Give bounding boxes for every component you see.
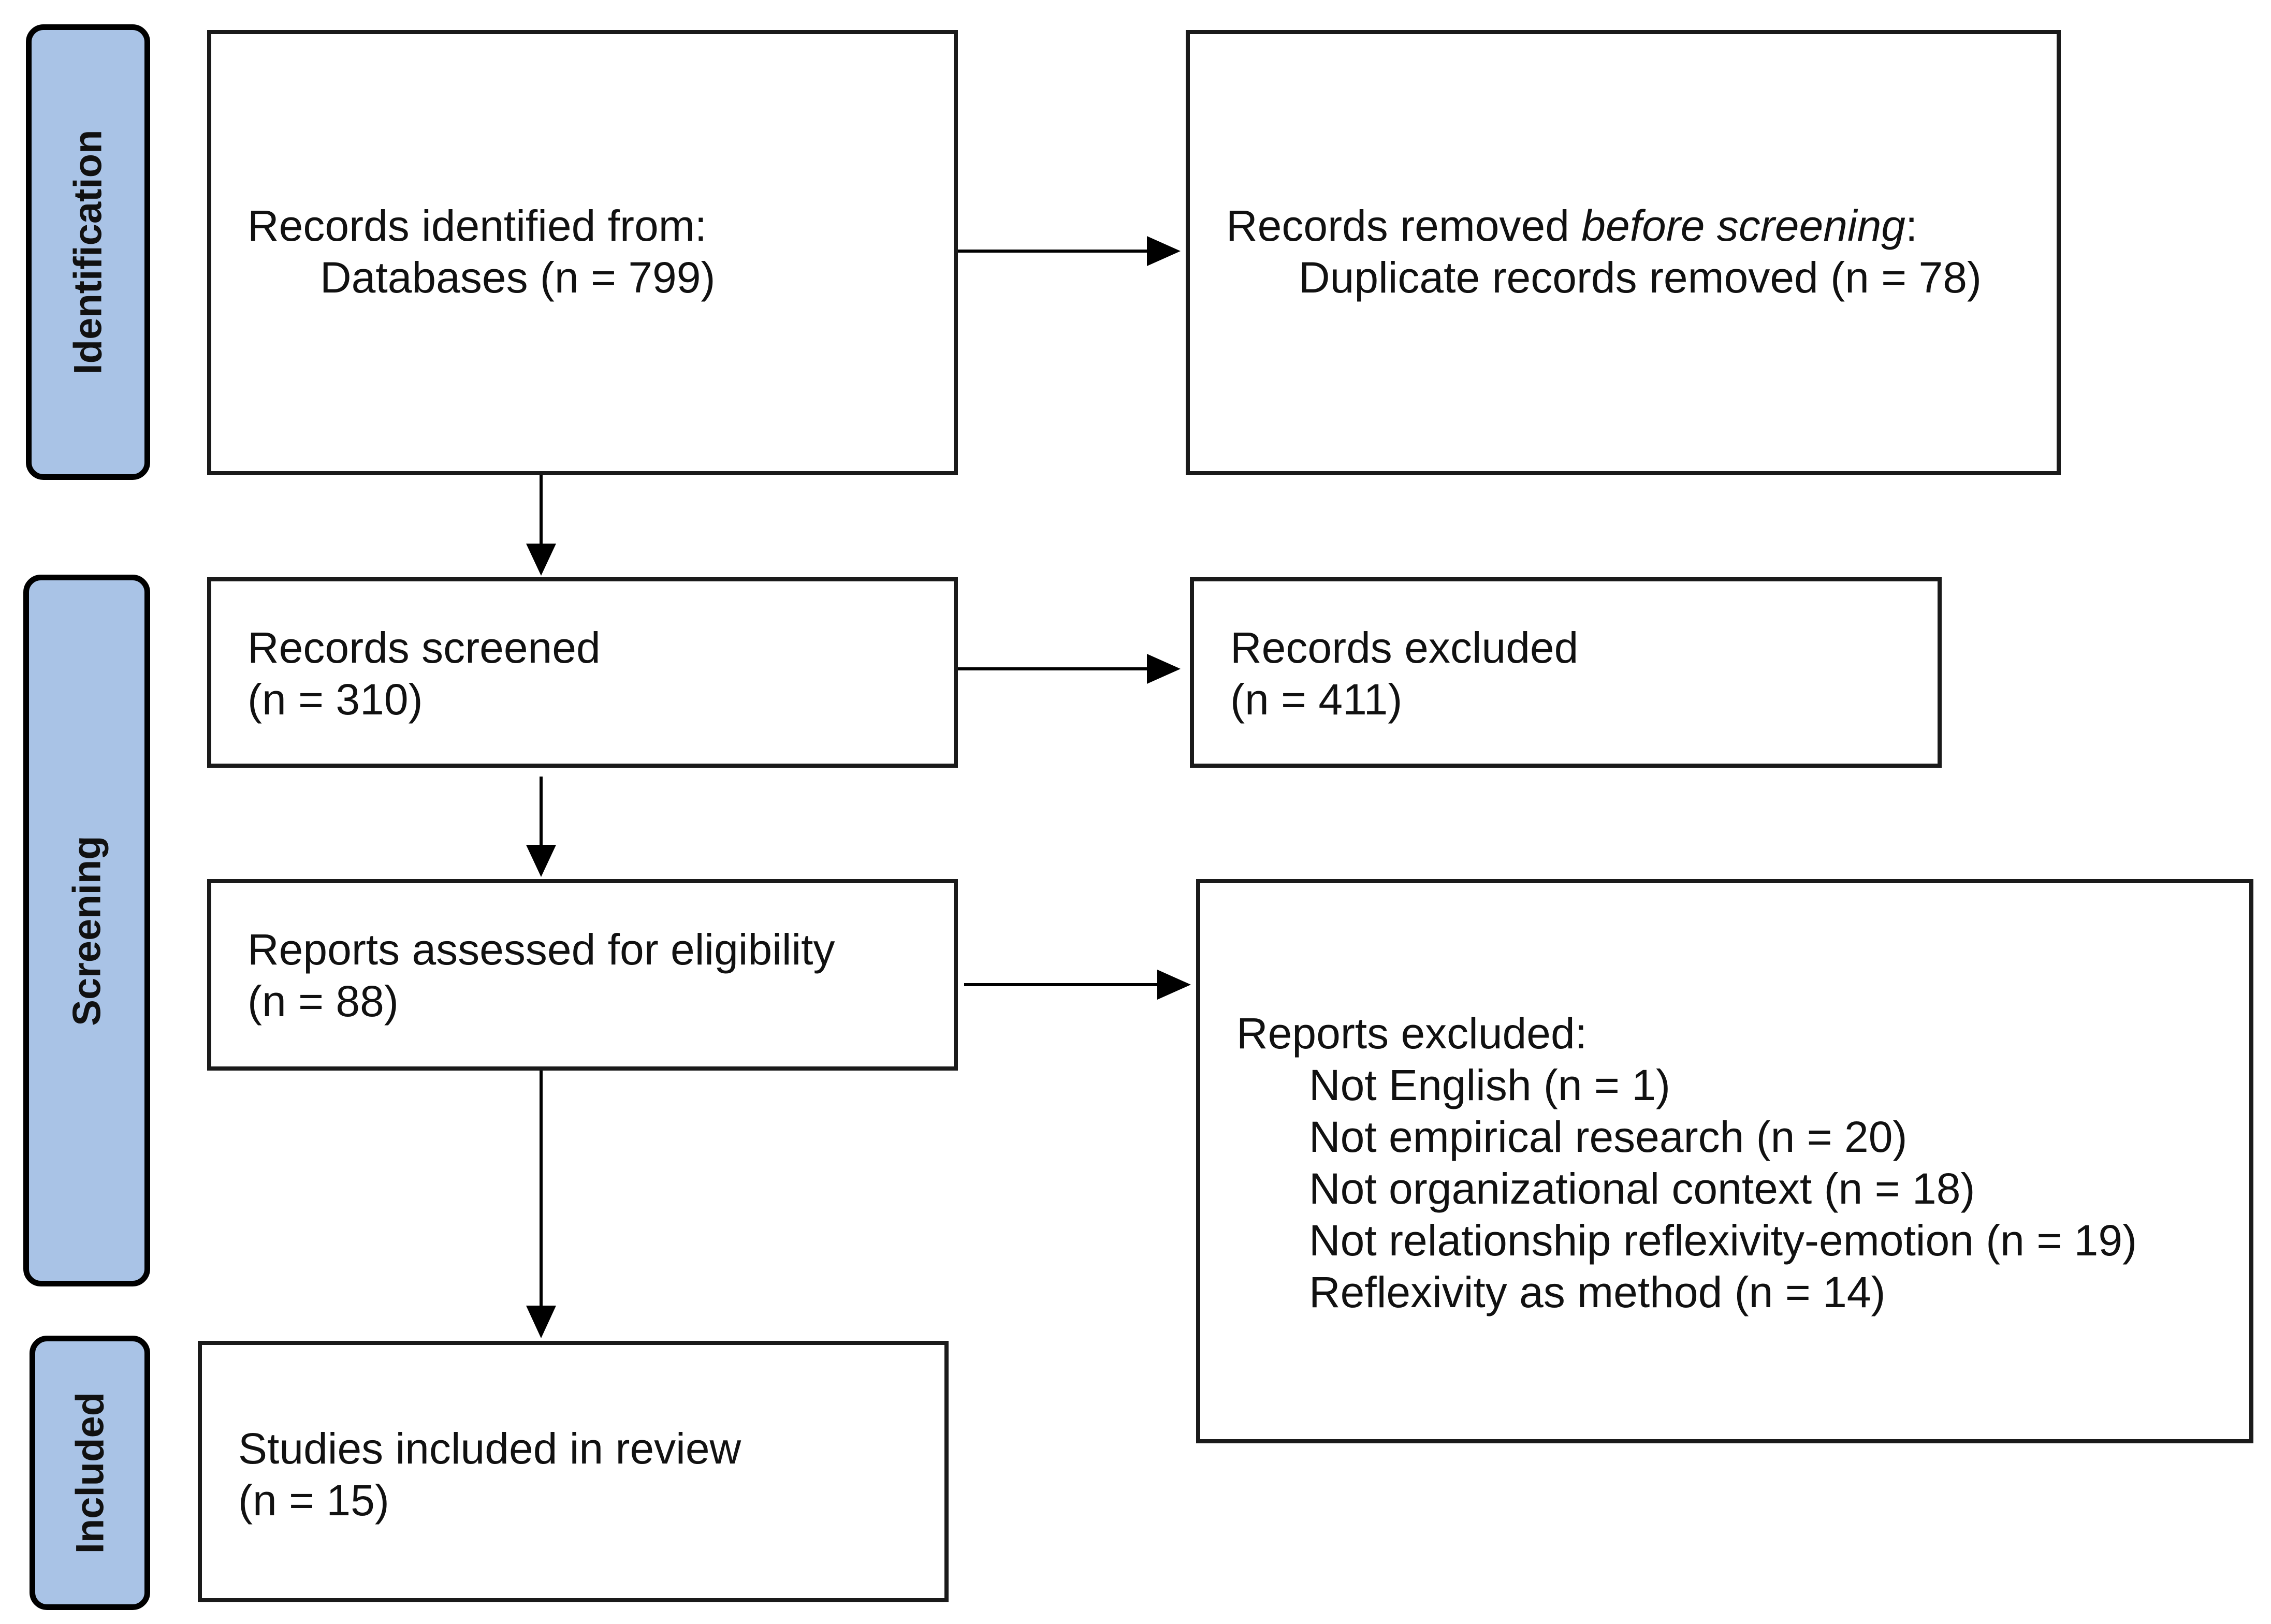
exclusion-reason: Not organizational context (n = 18) (1309, 1164, 1975, 1213)
studies-included-count: (n = 15) (238, 1476, 389, 1525)
reports-assessed-count: (n = 88) (248, 977, 399, 1026)
records-identified-box: Records identified from: Databases (n = … (207, 30, 958, 475)
reports-assessed-box: Reports assessed for eligibility (n = 88… (207, 879, 958, 1071)
records-screened-title: Records screened (248, 623, 601, 672)
records-identified-title: Records identified from: (248, 201, 707, 250)
studies-included-box: Studies included in review (n = 15) (198, 1341, 949, 1602)
records-screened-count: (n = 310) (248, 675, 423, 724)
exclusion-reason: Not empirical research (n = 20) (1309, 1113, 1908, 1161)
phase-screening: Screening (23, 575, 150, 1286)
arrow-screened-to-assessed (526, 777, 556, 877)
exclusion-reason: Not relationship reflexivity-emotion (n … (1309, 1216, 2137, 1265)
records-screened-box: Records screened (n = 310) (207, 577, 958, 768)
arrow-assessed-to-included (526, 1071, 556, 1338)
duplicate-records-removed: Duplicate records removed (n = 78) (1299, 253, 1982, 302)
arrow-identified-to-removed (958, 236, 1181, 266)
reports-assessed-title: Reports assessed for eligibility (248, 925, 835, 974)
exclusion-reason: Reflexivity as method (n = 14) (1309, 1268, 1886, 1316)
studies-included-title: Studies included in review (238, 1424, 741, 1473)
records-excluded-title: Records excluded (1230, 623, 1579, 672)
exclusion-reason: Not English (n = 1) (1309, 1061, 1671, 1109)
records-removed-title-prefix: Records removed (1226, 201, 1582, 250)
records-removed-title-italic: before screening (1581, 201, 1906, 250)
arrow-identified-to-screened (526, 475, 556, 576)
arrow-screened-to-excluded (958, 654, 1181, 684)
arrow-assessed-to-reports-excluded (964, 970, 1191, 1000)
reports-excluded-title: Reports excluded: (1236, 1009, 1588, 1058)
reports-excluded-box: Reports excluded: Not English (n = 1) No… (1196, 879, 2253, 1443)
records-excluded-count: (n = 411) (1230, 675, 1403, 724)
records-removed-box: Records removed before screening: Duplic… (1186, 30, 2061, 475)
phase-included: Included (30, 1336, 150, 1610)
records-removed-title-suffix: : (1905, 201, 1918, 250)
records-excluded-box: Records excluded (n = 411) (1190, 577, 1942, 768)
phase-identification: Identification (26, 24, 150, 480)
records-removed-title: Records removed before screening: (1226, 200, 1982, 252)
records-identified-databases: Databases (n = 799) (320, 253, 716, 302)
